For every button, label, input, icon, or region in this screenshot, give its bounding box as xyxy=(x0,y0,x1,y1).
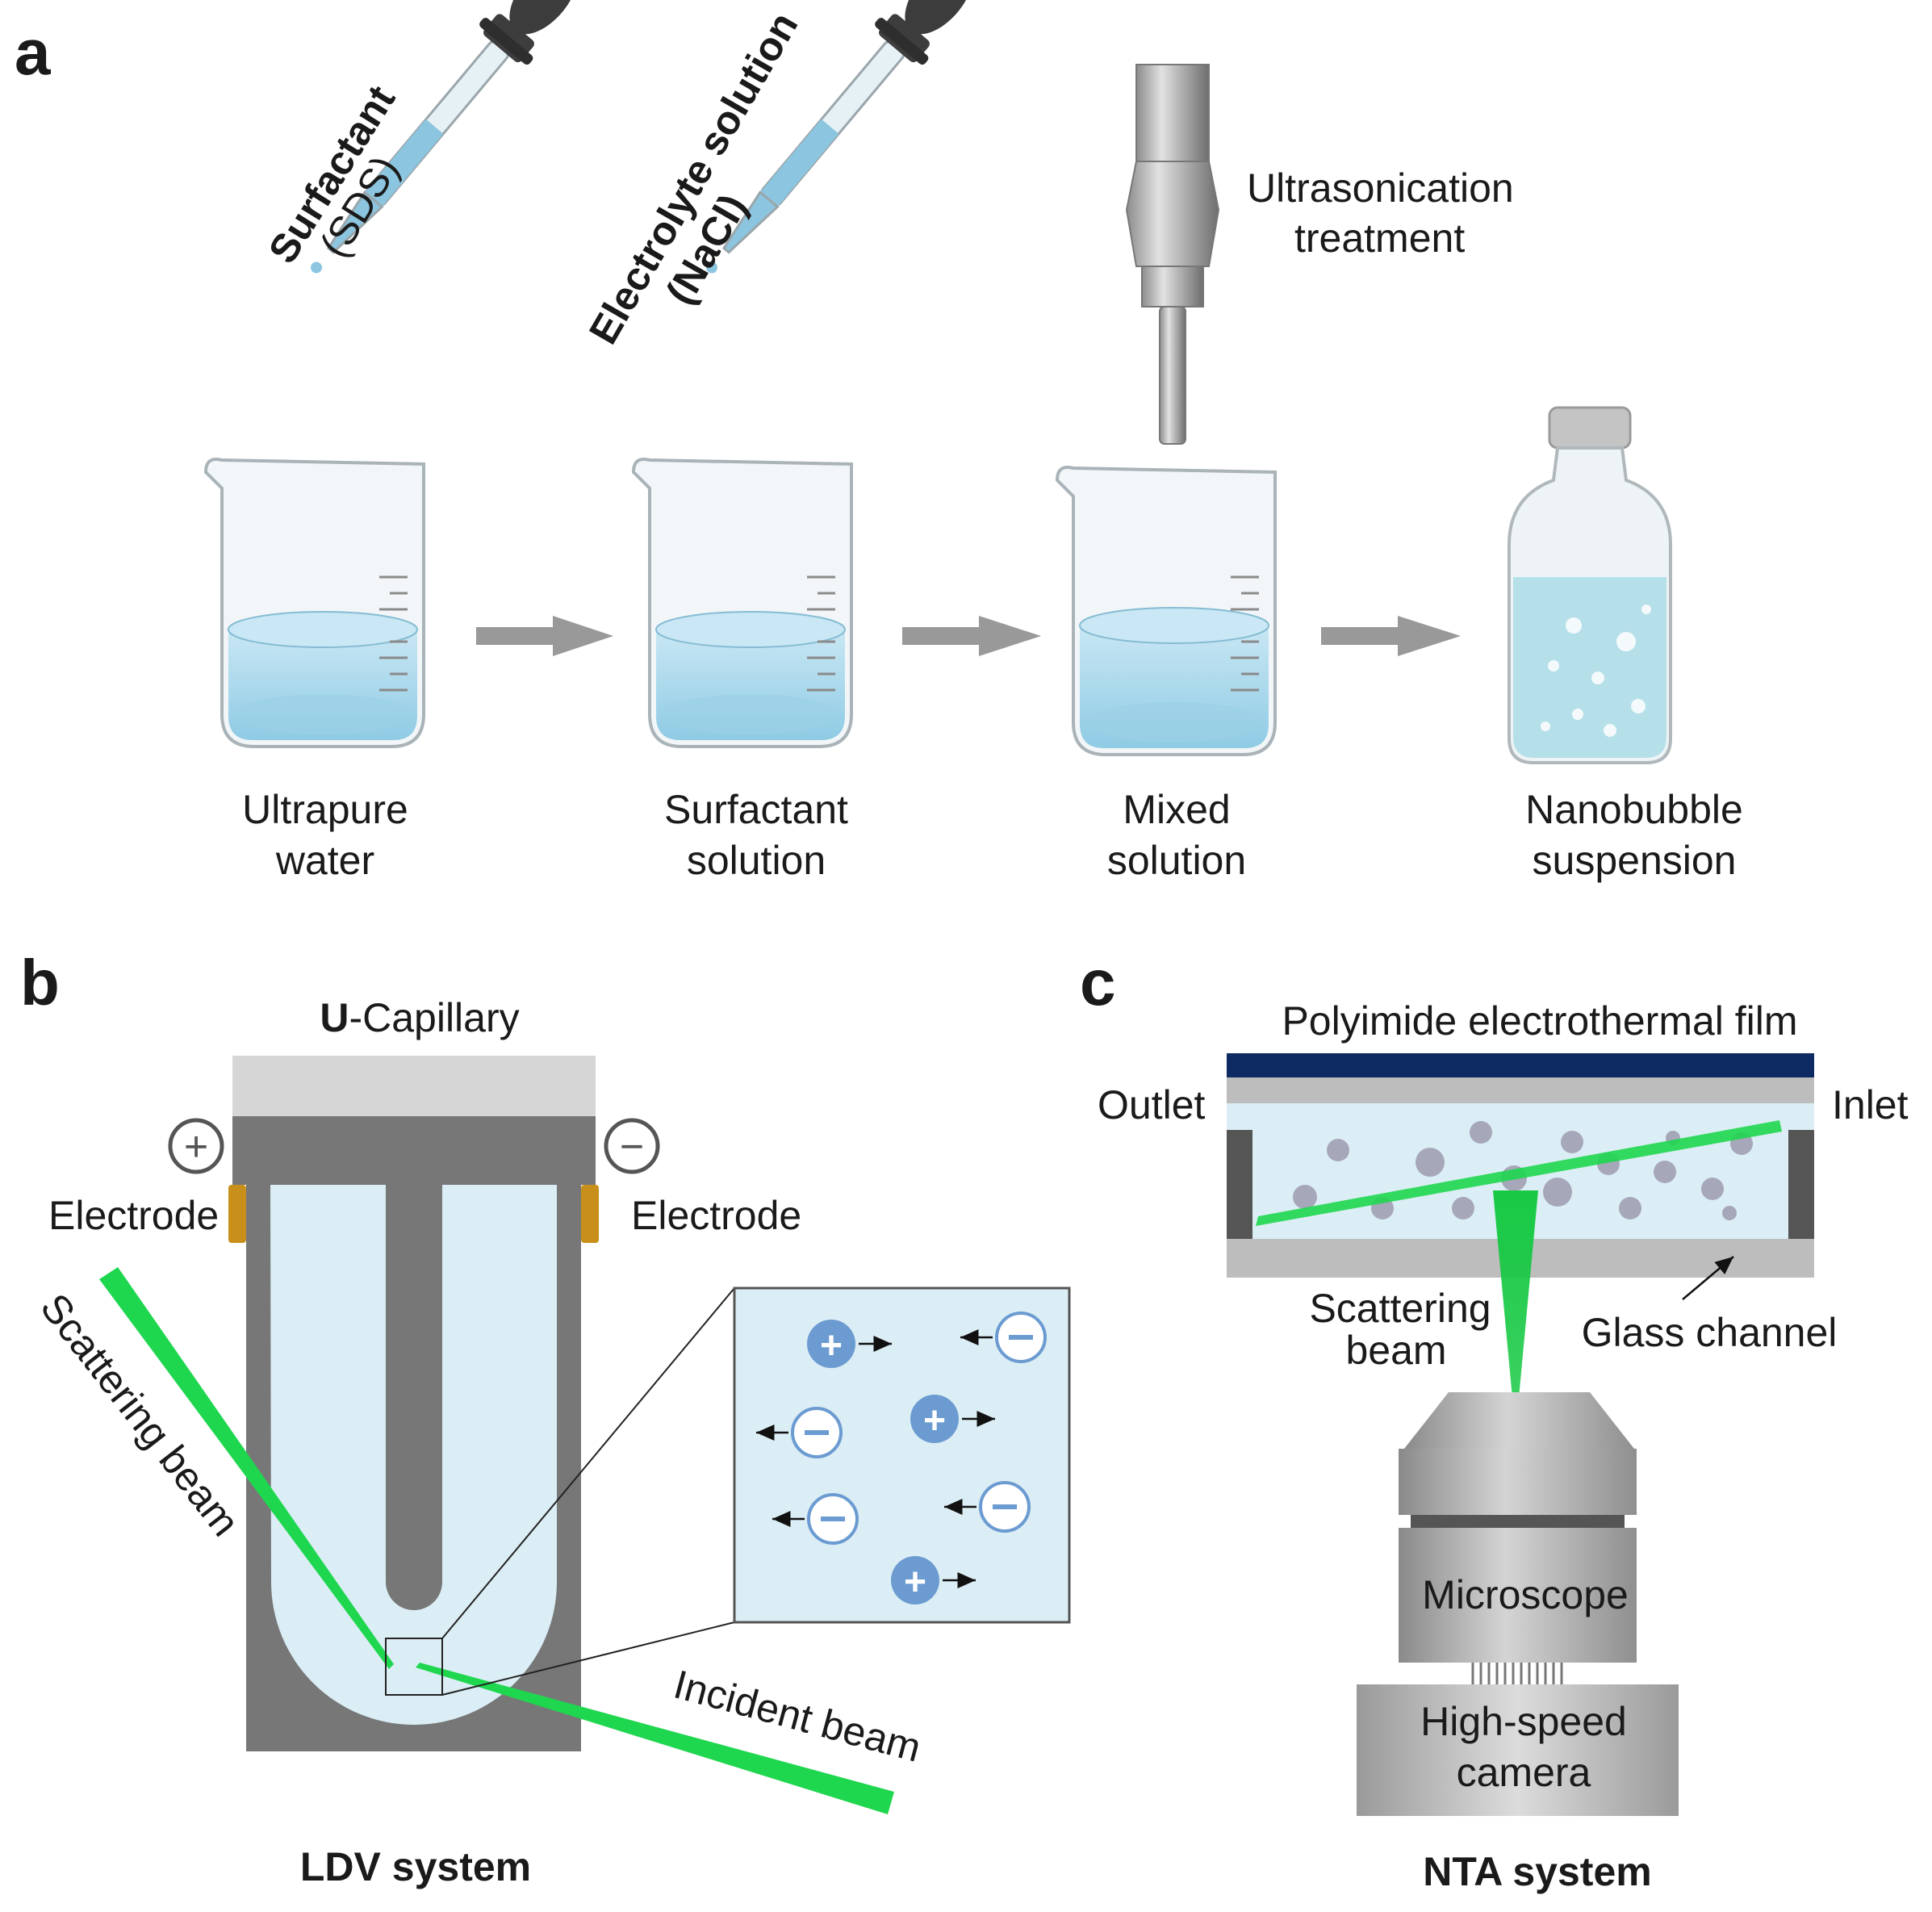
high-speed-camera xyxy=(1357,1684,1679,1816)
scattering-beam-label-c-2: beam xyxy=(1345,1328,1446,1373)
capillary-title: U-Capillary xyxy=(320,995,519,1040)
step-label-2a: Surfactant xyxy=(664,787,848,832)
electrode-left xyxy=(228,1185,246,1243)
nta-system-label: NTA system xyxy=(1423,1849,1651,1894)
zoom-line-top xyxy=(441,1287,735,1639)
negative-ion xyxy=(960,1312,1047,1363)
panel-label-c: c xyxy=(1080,947,1116,1019)
camera-label-1: High-speed xyxy=(1420,1699,1627,1744)
step-label-4b: suspension xyxy=(1533,838,1737,883)
plus-terminal: + xyxy=(168,1118,224,1174)
positive-ion: + xyxy=(891,1556,976,1604)
glass-channel-pointer xyxy=(1682,1256,1734,1300)
step-label-1a: Ultrapure xyxy=(242,787,408,832)
negative-ion xyxy=(756,1407,843,1458)
svg-text:+: + xyxy=(820,1324,843,1367)
sonicator-label-2: treatment xyxy=(1294,215,1465,261)
positive-ion: + xyxy=(910,1395,995,1443)
inlet-label: Inlet xyxy=(1832,1082,1909,1128)
process-arrow-1 xyxy=(476,616,613,656)
zoom-inset: + + + xyxy=(733,1287,1071,1624)
glass-channel-label: Glass channel xyxy=(1582,1310,1838,1355)
negative-ion xyxy=(772,1493,859,1545)
electrode-right-label: Electrode xyxy=(631,1193,801,1238)
scattering-beam-b xyxy=(99,1267,394,1669)
scattering-beam-label-c-1: Scattering xyxy=(1309,1286,1491,1331)
step-label-3b: solution xyxy=(1107,838,1246,883)
incident-beam-b xyxy=(416,1663,894,1814)
svg-text:−: − xyxy=(620,1123,644,1170)
electrode-right xyxy=(581,1185,599,1243)
svg-text:+: + xyxy=(184,1123,208,1170)
step-label-1b: water xyxy=(275,838,374,883)
electrode-left-label: Electrode xyxy=(48,1193,219,1238)
dropper-surfactant xyxy=(311,0,578,274)
positive-ion: + xyxy=(807,1320,892,1368)
process-arrow-2 xyxy=(902,616,1041,656)
svg-text:+: + xyxy=(923,1399,946,1442)
dropper-electrolyte xyxy=(706,0,973,274)
beaker-surfactant xyxy=(631,458,853,748)
step-label-4a: Nanobubble xyxy=(1525,787,1743,832)
microscope xyxy=(1399,1392,1637,1684)
zoom-region-box xyxy=(385,1638,443,1696)
vial-nanobubble xyxy=(1508,406,1672,764)
step-label-2b: solution xyxy=(687,838,826,883)
zoom-line-bottom xyxy=(441,1621,735,1696)
panel-label-a: a xyxy=(15,16,51,88)
svg-text:+: + xyxy=(904,1561,926,1604)
u-capillary xyxy=(232,1056,596,1751)
minus-terminal: − xyxy=(604,1118,660,1174)
outlet-label: Outlet xyxy=(1098,1082,1206,1128)
scattering-beam-c xyxy=(1493,1190,1538,1398)
panel-label-b: b xyxy=(20,947,60,1019)
step-label-3a: Mixed xyxy=(1123,787,1230,832)
ldv-system-label: LDV system xyxy=(300,1844,531,1889)
film-label: Polyimide electrothermal film xyxy=(1282,998,1797,1044)
ultrasonicator-probe xyxy=(1125,64,1220,445)
negative-ion xyxy=(944,1481,1031,1533)
beaker-mixed xyxy=(1055,466,1277,756)
beaker-ultrapure xyxy=(203,458,425,748)
dropper1-label: Surfactant (SDS) xyxy=(260,77,408,271)
microscope-label: Microscope xyxy=(1422,1572,1629,1617)
sonicator-label-1: Ultrasonication xyxy=(1247,165,1514,211)
process-arrow-3 xyxy=(1321,616,1461,656)
dropper2-label: Electrolyte solution (NaCl) xyxy=(580,5,806,352)
camera-label-2: camera xyxy=(1457,1750,1591,1795)
